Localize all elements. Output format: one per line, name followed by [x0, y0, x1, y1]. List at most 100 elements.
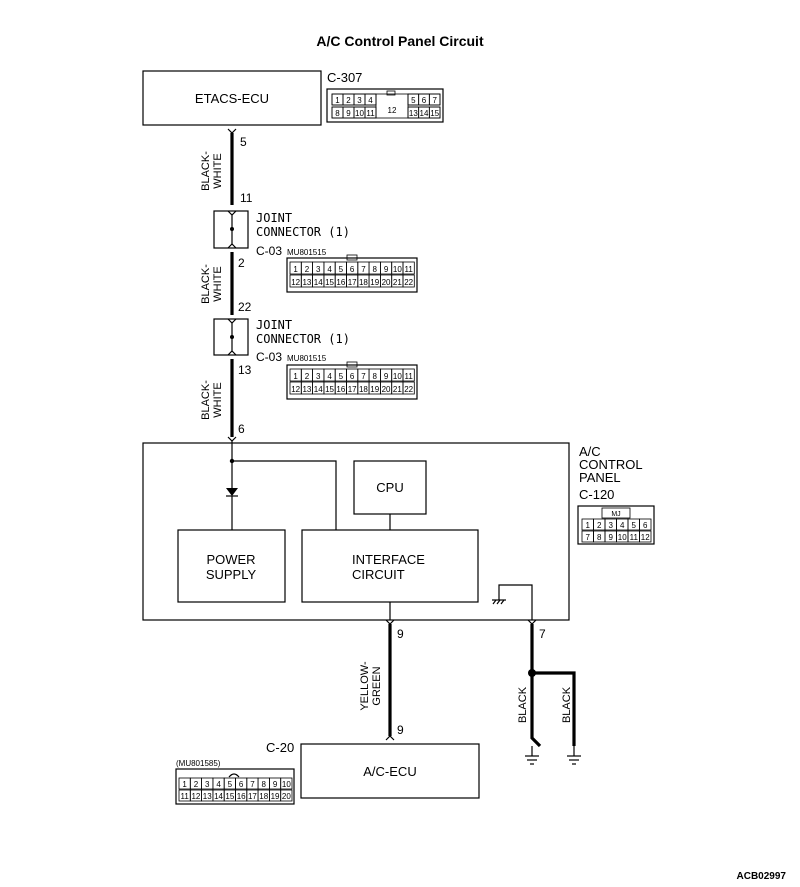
- c20-pin-number: 17: [248, 792, 257, 801]
- interface-label-1: INTERFACE: [352, 552, 425, 567]
- c03-pin-number: 8: [373, 372, 378, 381]
- c307-pin-number: 3: [357, 96, 362, 105]
- c120-pin-number: 7: [586, 533, 591, 542]
- ground-icon-2: [567, 746, 581, 765]
- c307-connector-label: C-307: [327, 70, 362, 85]
- c03-pin-number: 3: [316, 372, 321, 381]
- chassis-ground-icon: [492, 599, 506, 605]
- c120-connector-face: [577, 505, 655, 545]
- pin-22-label: 22: [238, 300, 252, 314]
- c03-pin-number: 2: [305, 372, 310, 381]
- c307-pin-number: 13: [409, 109, 418, 118]
- c307-pin-number: 11: [366, 109, 375, 118]
- c03-pin-number: 11: [404, 372, 413, 381]
- wire-color-label-5: BLACK: [517, 686, 529, 723]
- c03-pin-number: 22: [404, 278, 413, 287]
- c03-pin-number: 13: [302, 278, 311, 287]
- c20-pin-number: 18: [259, 792, 268, 801]
- joint-connector-1: [213, 210, 249, 249]
- c03-pin-number: 14: [314, 385, 323, 394]
- ac-control-panel-box: [142, 442, 570, 621]
- wire-color-label-1a: BLACK-: [200, 151, 212, 191]
- c03-pin-cell: [402, 261, 415, 275]
- c03-pin-number: 4: [327, 372, 332, 381]
- pin-9-bottom-label: 9: [397, 723, 404, 737]
- joint2-part-number: MU801515: [287, 354, 327, 363]
- c03-pin-number: 1: [293, 372, 298, 381]
- c03-pin-number: 17: [348, 385, 357, 394]
- c03-pin-cell: [402, 381, 415, 395]
- c307-pin-number: 12: [388, 106, 397, 115]
- c307-pin-cell: [364, 93, 377, 106]
- c20-pin-cell: [280, 789, 293, 802]
- c307-pin-number: 8: [335, 109, 340, 118]
- c03-pin-number: 6: [350, 265, 355, 274]
- c03-pin-number: 2: [305, 265, 310, 274]
- c307-pin-cell: [364, 106, 377, 119]
- c307-pin-number: 6: [422, 96, 427, 105]
- pin-9-bottom-terminal: [385, 735, 395, 741]
- wire-color-label-2a: BLACK-: [200, 264, 212, 304]
- panel-label-line2: CONTROL: [579, 457, 643, 472]
- cpu-label: CPU: [376, 480, 403, 495]
- c03-pin-number: 12: [291, 385, 300, 394]
- c20-pin-number: 11: [180, 792, 189, 801]
- c20-pin-number: 6: [239, 780, 244, 789]
- c120-connector-label: C-120: [579, 487, 614, 502]
- c20-pin-number: 12: [191, 792, 200, 801]
- c03-pin-cell: [402, 274, 415, 288]
- c03-pin-number: 16: [336, 385, 345, 394]
- pin-5-label: 5: [240, 135, 247, 149]
- c20-pin-number: 19: [271, 792, 280, 801]
- c03-pin-number: 19: [370, 278, 379, 287]
- c20-connector-label: C-20: [266, 740, 294, 755]
- wire-black-1: [530, 624, 542, 748]
- pin-9-top-label: 9: [397, 627, 404, 641]
- c03-pin-number: 6: [350, 372, 355, 381]
- c03-pin-number: 5: [339, 372, 344, 381]
- c03-pin-number: 10: [393, 265, 402, 274]
- wire-color-label-4b: GREEN: [371, 666, 383, 705]
- pin-7-label: 7: [539, 627, 546, 641]
- c20-pin-number: 2: [194, 780, 199, 789]
- c03-pin-number: 3: [316, 265, 321, 274]
- c20-pin-number: 10: [282, 780, 291, 789]
- joint-connector-2: [213, 318, 249, 356]
- c03-pin-number: 5: [339, 265, 344, 274]
- joint1-connector-label: C-03: [256, 244, 282, 258]
- c03-frame: [286, 257, 418, 293]
- interface-label-2: CIRCUIT: [352, 567, 405, 582]
- c03-pin-number: 15: [325, 385, 334, 394]
- c307-pin-number: 15: [430, 109, 439, 118]
- c03-pin-number: 4: [327, 265, 332, 274]
- c03-pin-cell: [402, 368, 415, 382]
- ground-icon-1: [525, 746, 539, 765]
- c20-pin-number: 8: [262, 780, 267, 789]
- wire-color-label-2b: WHITE: [212, 266, 224, 301]
- pin-13-label: 13: [238, 363, 252, 377]
- c03-pin-number: 1: [293, 265, 298, 274]
- c20-pin-number: 4: [216, 780, 221, 789]
- power-supply-label-2: SUPPLY: [206, 567, 257, 582]
- joint1-label-line2: CONNECTOR (1): [256, 225, 350, 239]
- c20-pin-number: 3: [205, 780, 210, 789]
- c120-pin-cell: [639, 518, 652, 531]
- c120-pin-number: 12: [641, 533, 650, 542]
- c307-pin-cell: [428, 93, 441, 106]
- diode-icon: [226, 488, 238, 496]
- c03-pin-number: 22: [404, 385, 413, 394]
- c20-pin-number: 14: [214, 792, 223, 801]
- panel-label-line1: A/C: [579, 444, 601, 459]
- wire-color-label-3a: BLACK-: [200, 380, 212, 420]
- c03-pin-number: 9: [384, 372, 389, 381]
- c20-pin-cell: [280, 777, 293, 790]
- c20-pin-number: 9: [273, 780, 278, 789]
- c03-pin-number: 18: [359, 385, 368, 394]
- c307-pin-cell: [428, 106, 441, 119]
- c03-pin-number: 20: [382, 278, 391, 287]
- power-supply-box: [177, 529, 286, 603]
- joint1-label-line1: JOINT: [256, 211, 292, 225]
